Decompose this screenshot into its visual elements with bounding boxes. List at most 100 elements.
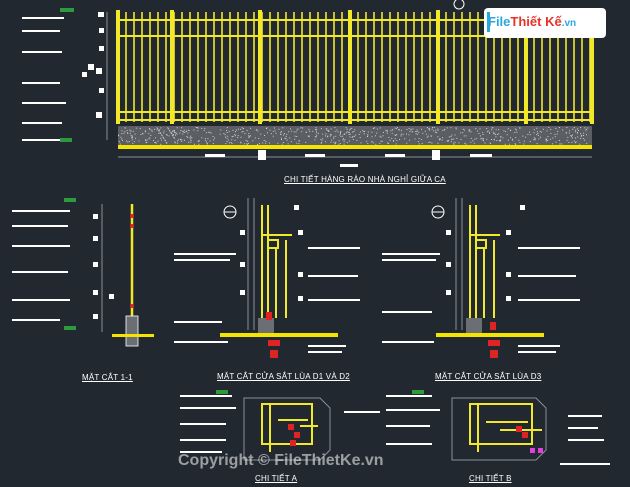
detail-b-markers [530,448,543,453]
hatch-dot [225,136,226,138]
hatch-dot [207,138,209,139]
fence-ground-line [118,145,592,149]
hatch-dot [580,133,582,135]
hatch-dot [454,134,456,136]
hatch-dot [482,139,484,141]
logo-thietke-text: Thiết Kế [510,14,562,29]
hatch-dot [156,127,158,129]
hatch-dot [479,135,481,137]
hatch-dot [418,138,420,140]
hatch-dot [308,136,310,138]
hatch-dot [159,129,161,131]
hatch-dot [448,136,450,138]
hatch-dot [432,127,433,129]
hatch-dot [234,139,236,141]
level-tag [412,390,424,394]
hatch-dot [135,127,137,129]
copyright-watermark: Copyright © FileThietKe.vn [178,452,384,469]
hatch-dot [468,129,470,131]
hatch-dot [178,139,180,141]
hatch-dot [575,129,577,131]
hatch-dot [514,143,516,145]
hatch-dot [437,129,439,131]
hatch-dot [380,136,382,138]
hatch-dot [237,128,239,130]
hatch-dot [352,131,354,133]
hatch-dot [353,131,355,132]
hatch-dot [298,143,300,145]
hatch-dot [185,131,187,133]
hatch-dot [242,128,244,129]
hatch-dot [427,135,429,137]
hatch-dot [146,139,148,141]
ground-line [112,334,154,337]
hatch-dot [182,130,184,132]
fence-bars [116,10,594,124]
hatch-dot [343,140,345,142]
hatch-dot [294,138,296,140]
hatch-dot [453,142,455,144]
hatch-dot [226,141,228,143]
hatch-dot [504,143,506,145]
hatch-dot [155,137,156,139]
hatch-dot [587,127,589,129]
hatch-dot [585,129,587,131]
hatch-dot [494,132,496,134]
hatch-dot [296,142,298,144]
hatch-dot [431,142,433,144]
hatch-dot [240,142,242,144]
hatch-dot [168,135,170,137]
hatch-dot [482,138,484,140]
hatch-dot [196,127,198,129]
hatch-dot [498,133,500,135]
hatch-dot [375,135,376,137]
hatch-dot [486,131,488,133]
hatch-dot [421,143,423,144]
hatch-dot [442,137,444,139]
hatch-dot [367,143,369,144]
title-fence-detail: CHI TIẾT HÀNG RÀO NHÀ NGHỈ GIỮA CA [284,175,446,184]
hatch-dot [418,143,420,145]
hatch-dot [272,135,274,137]
hatch-dot [533,139,535,141]
hatch-dot [274,130,276,132]
hatch-dot [228,131,230,133]
hatch-dot [546,138,548,140]
hatch-dot [469,129,471,131]
hatch-dot [296,136,298,137]
hatch-dot [436,132,438,133]
hatch-dot [367,135,369,137]
hatch-dot [372,142,374,144]
hatch-dot [573,140,575,142]
logo-vn-text: .vn [561,18,577,29]
detail-b [386,390,610,465]
hatch-dot [491,139,492,140]
hatch-dot [151,129,153,131]
hatch-dot [179,132,181,134]
hatch-dot [149,128,151,129]
hatch-dot [349,133,351,135]
hatch-dot [246,130,248,132]
hatch-dot [204,138,206,140]
hatch-dot [399,129,401,131]
hatch-dot [499,140,501,142]
hatch-dot [425,133,427,135]
hatch-dot [476,130,478,132]
hatch-dot [145,142,147,143]
hatch-dot [125,140,127,142]
hatch-dot [181,139,183,141]
hatch-dot [247,143,249,145]
hatch-dot [386,130,388,132]
hatch-dot [514,128,516,130]
hatch-dot [326,130,328,131]
hatch-dot [131,136,133,138]
hatch-dot [184,132,186,133]
hatch-dot [297,128,299,130]
hatch-dot [172,130,174,132]
hatch-dot [480,138,482,140]
hatch-dot [242,131,244,132]
hatch-dot [237,135,239,137]
hatch-dot [172,134,174,136]
hatch-dot [219,133,221,135]
